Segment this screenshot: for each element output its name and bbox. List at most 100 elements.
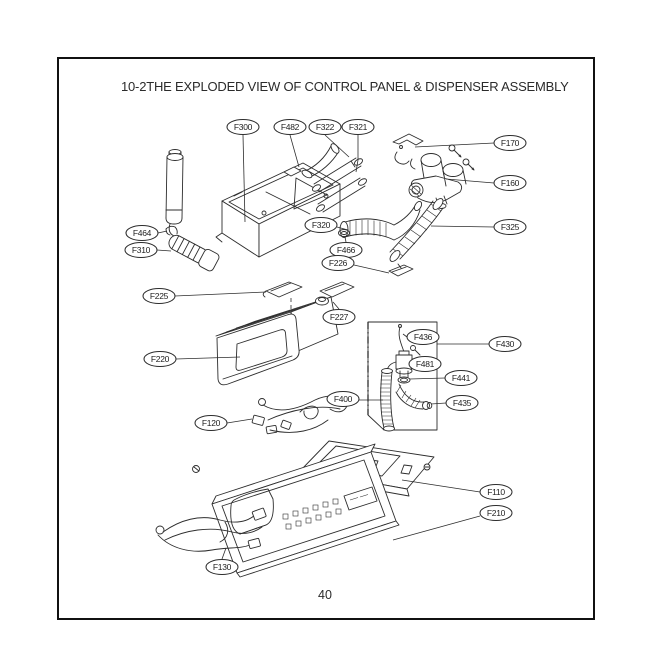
- leader-line: [174, 291, 267, 297]
- dispenser-drawer-drawing: [215, 296, 339, 386]
- part-label-F322: F322: [308, 118, 350, 158]
- part-label-F482: F482: [273, 118, 307, 168]
- callout-text: F436: [414, 332, 433, 342]
- leader-line: [409, 377, 446, 380]
- callout-text: F464: [133, 228, 152, 238]
- callout-text: F110: [487, 487, 505, 497]
- callout-text: F435: [453, 398, 472, 408]
- part-label-F130: F130: [205, 547, 239, 576]
- hose-clip-drawing: [165, 225, 178, 236]
- part-label-F110: F110: [401, 479, 513, 501]
- leader-line: [336, 226, 349, 231]
- callout-text: F321: [349, 122, 368, 132]
- callout-oval: [124, 241, 158, 259]
- callout-text: F441: [452, 373, 471, 383]
- part-label-F430: F430: [437, 335, 522, 353]
- valve-outlet-hose-drawing: [389, 198, 444, 262]
- callout-text: F430: [496, 339, 515, 349]
- callout-oval: [444, 369, 478, 387]
- leader-line: [156, 249, 172, 252]
- part-label-F441: F441: [409, 369, 478, 387]
- callout-oval: [273, 118, 307, 136]
- supply-tube-drawing: [165, 149, 184, 237]
- callout-text: F322: [316, 122, 335, 132]
- callout-oval: [142, 287, 176, 305]
- leader-line: [289, 134, 300, 168]
- valve-bracket-drawing: [392, 133, 424, 170]
- callout-oval: [493, 134, 527, 152]
- leader-line: [402, 333, 408, 338]
- part-label-F321: F321: [341, 118, 375, 173]
- part-label-F210: F210: [392, 504, 513, 541]
- part-label-F160: F160: [445, 174, 527, 192]
- page-number: 40: [318, 588, 332, 602]
- leader-line: [221, 547, 227, 560]
- callout-oval: [406, 328, 440, 346]
- part-label-F436: F436: [402, 328, 440, 346]
- callout-oval: [493, 174, 527, 192]
- callout-text: F130: [213, 562, 232, 572]
- part-label-F226: F226: [321, 254, 390, 274]
- callout-text: F400: [334, 394, 353, 404]
- callout-text: F325: [501, 222, 520, 232]
- callout-text: F300: [234, 122, 253, 132]
- page-title: 10-2THE EXPLODED VIEW OF CONTROL PANEL &…: [121, 79, 569, 94]
- part-label-F170: F170: [414, 134, 527, 152]
- callout-oval: [326, 390, 360, 408]
- inlet-tube-b-drawing: [315, 177, 368, 213]
- callout-text: F210: [487, 508, 506, 518]
- callout-oval: [488, 335, 522, 353]
- leader-line: [344, 236, 347, 243]
- steam-hose-curved-drawing: [395, 383, 433, 410]
- callout-text: F160: [501, 178, 520, 188]
- hose-clamp-drawing: [338, 229, 350, 237]
- callout-text: F170: [501, 138, 520, 148]
- callout-text: F226: [329, 258, 348, 268]
- callout-oval: [445, 394, 479, 412]
- callout-oval: [341, 118, 375, 136]
- callout-text: F481: [416, 359, 435, 369]
- callout-text: F225: [150, 291, 169, 301]
- part-label-F225: F225: [142, 287, 267, 305]
- callout-text: F482: [281, 122, 300, 132]
- part-label-F464: F464: [125, 224, 168, 242]
- callout-text: F466: [337, 245, 356, 255]
- rail-part-c-drawing: [388, 263, 414, 277]
- callout-text: F220: [151, 354, 170, 364]
- short-ribbed-hose-drawing: [168, 234, 220, 272]
- callout-oval: [308, 118, 342, 136]
- callout-text: F120: [202, 418, 221, 428]
- inlet-tube-a-drawing: [311, 157, 364, 193]
- part-label-F400: F400: [326, 390, 383, 408]
- part-label-F300: F300: [226, 118, 260, 223]
- callout-oval: [408, 355, 442, 373]
- bellows-hose-drawing: [339, 200, 423, 241]
- panel-harness-drawing: [155, 507, 267, 552]
- leader-line: [355, 135, 359, 173]
- leader-line: [157, 230, 168, 234]
- steam-hose-vertical-drawing: [380, 368, 395, 432]
- callout-oval: [322, 308, 356, 326]
- leader-line: [332, 301, 340, 310]
- part-label-F466: F466: [329, 236, 363, 259]
- callout-oval: [321, 254, 355, 272]
- part-label-F227: F227: [322, 301, 356, 326]
- leader-line: [353, 264, 390, 274]
- leader-line: [175, 356, 241, 360]
- dispenser-cover-drawing: [215, 162, 341, 258]
- callout-text: F227: [330, 312, 349, 322]
- callout-oval: [205, 558, 239, 576]
- leader-line: [445, 178, 495, 184]
- callout-oval: [304, 216, 338, 234]
- callout-oval: [194, 414, 228, 432]
- leader-line: [401, 479, 481, 493]
- callout-oval: [143, 350, 177, 368]
- part-label-F435: F435: [430, 394, 479, 412]
- part-label-F310: F310: [124, 241, 172, 259]
- part-label-F481: F481: [408, 355, 442, 373]
- leader-line: [242, 134, 246, 223]
- control-panel-frame-drawing: [211, 443, 400, 578]
